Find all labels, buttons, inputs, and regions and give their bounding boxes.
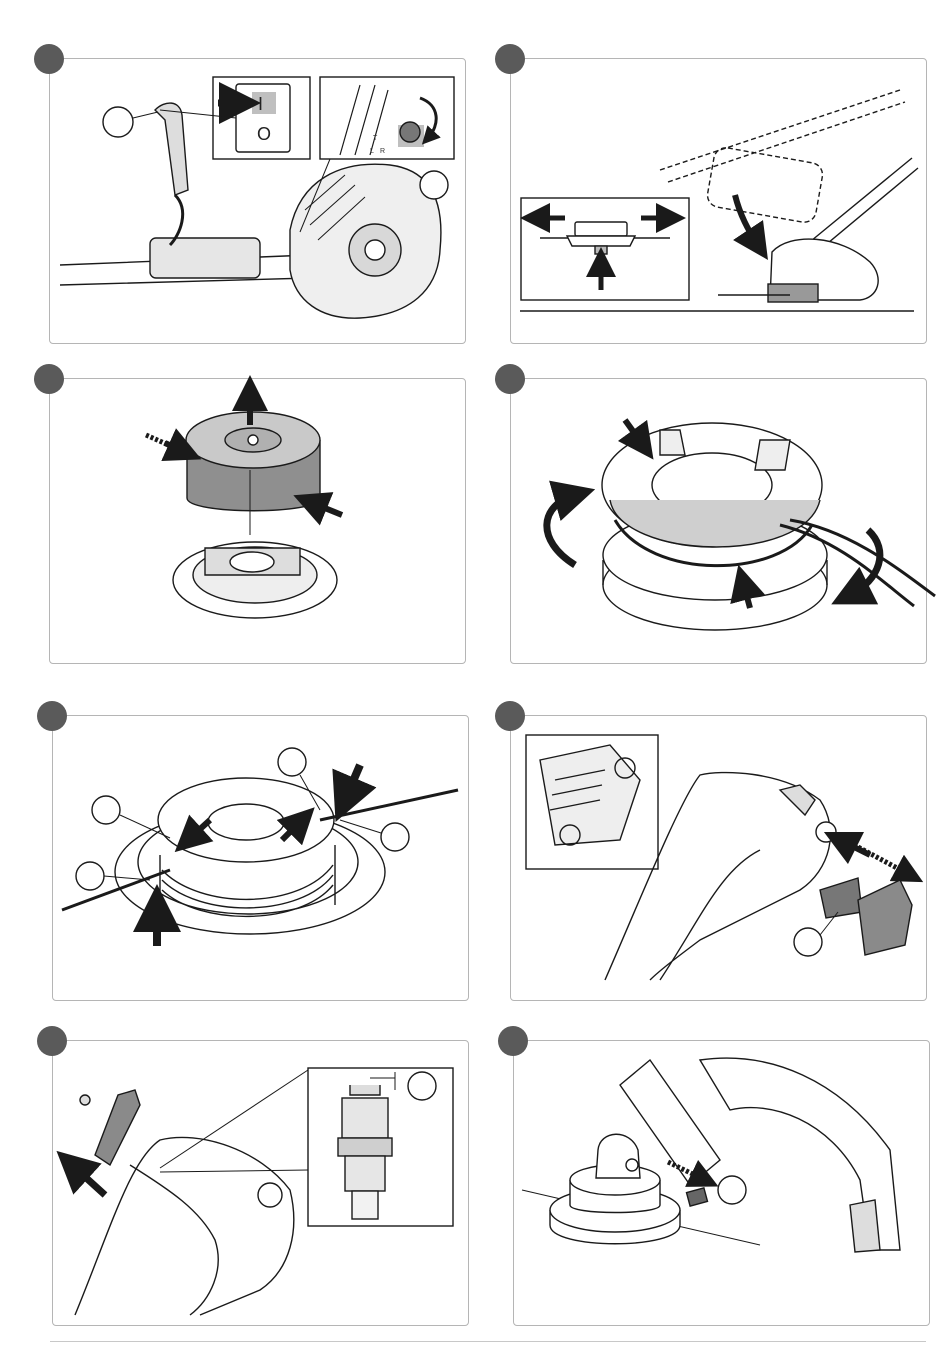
panel-2-art	[520, 90, 918, 311]
switch-off-label: O	[257, 124, 271, 144]
panel-7-art	[72, 1068, 453, 1315]
switch-on-label: I	[258, 94, 263, 114]
panel-3-art	[146, 393, 342, 618]
lever-mark-t: T	[373, 135, 378, 142]
panel-5-art	[62, 748, 458, 946]
lever-mark-l: L	[370, 148, 374, 155]
panel-1-art	[60, 77, 454, 318]
lever-mark-r: R	[380, 148, 385, 155]
panel-4-art	[547, 420, 935, 630]
panel-8-art	[522, 1058, 900, 1252]
panel-6-art	[526, 735, 912, 980]
